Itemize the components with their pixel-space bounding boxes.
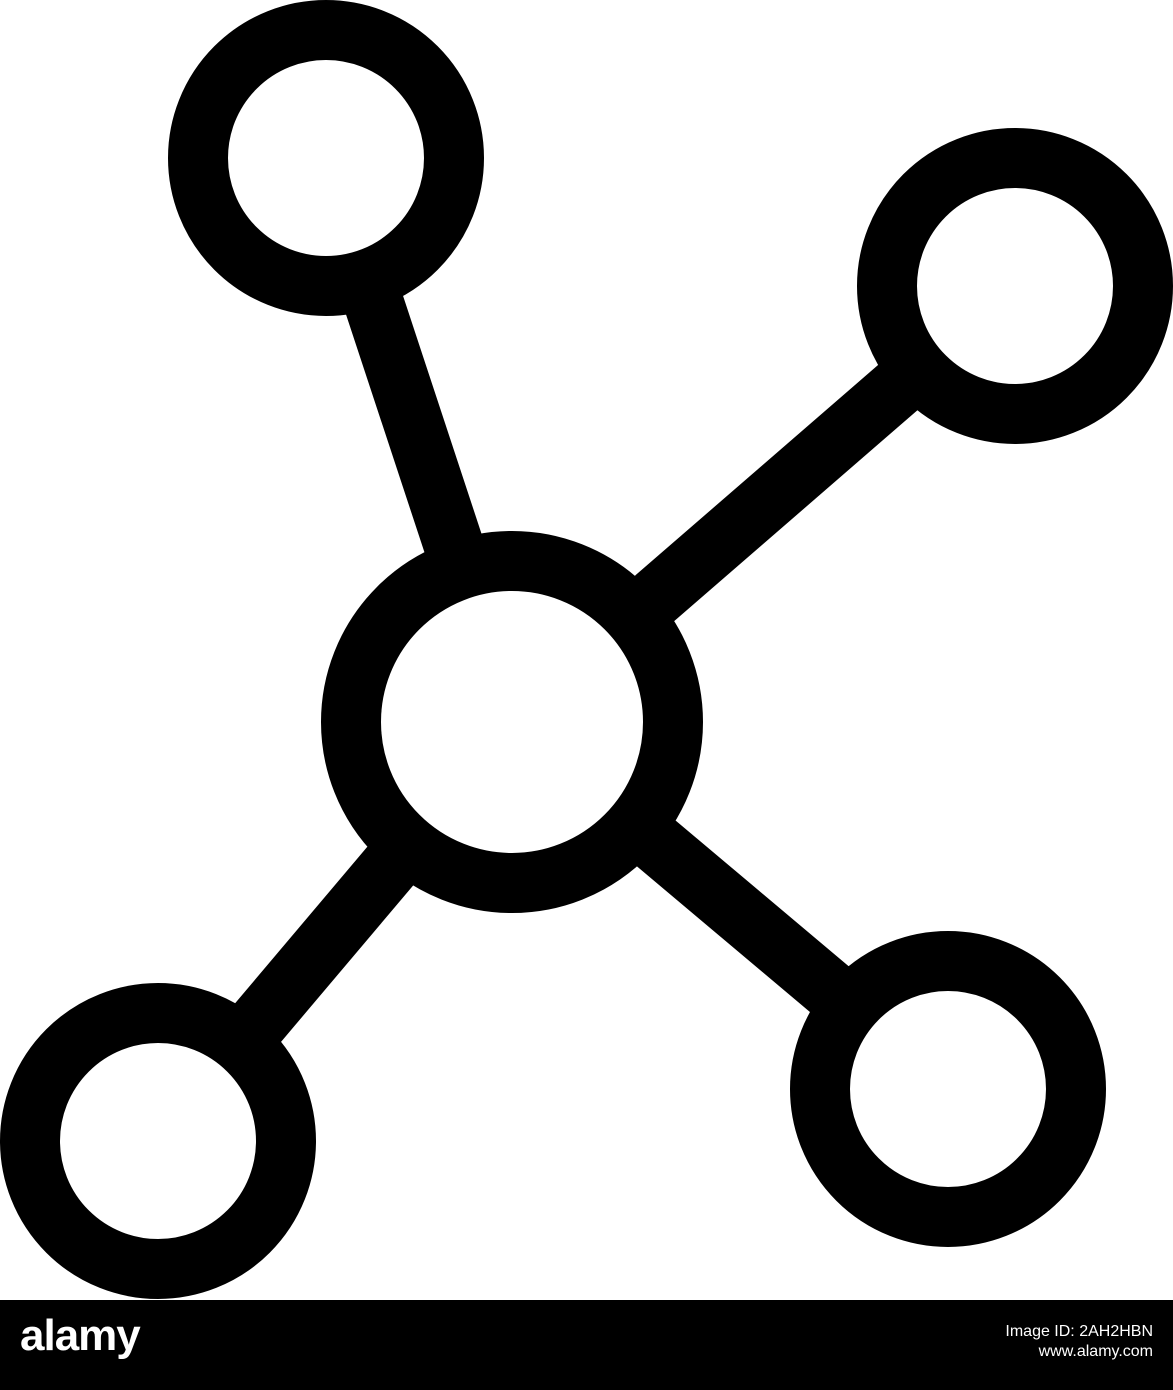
brand-logo: alamy bbox=[20, 1311, 141, 1360]
icon-area bbox=[0, 0, 1173, 1299]
image-id-text: Image ID: 2AH2HBN bbox=[1005, 1323, 1153, 1340]
image-id-block: Image ID: 2AH2HBN www.alamy.com bbox=[1005, 1322, 1153, 1362]
network-molecule-icon bbox=[0, 0, 1173, 1299]
node-circle-center bbox=[321, 531, 703, 913]
node-circle-top-right bbox=[857, 128, 1173, 444]
website-text: www.alamy.com bbox=[1038, 1343, 1153, 1360]
node-circle-top-left bbox=[168, 0, 484, 316]
watermark-footer-bar: alamy Image ID: 2AH2HBN www.alamy.com bbox=[0, 1300, 1173, 1390]
node-circle-bottom-right bbox=[790, 931, 1106, 1247]
node-circle-bottom-left bbox=[0, 983, 316, 1299]
